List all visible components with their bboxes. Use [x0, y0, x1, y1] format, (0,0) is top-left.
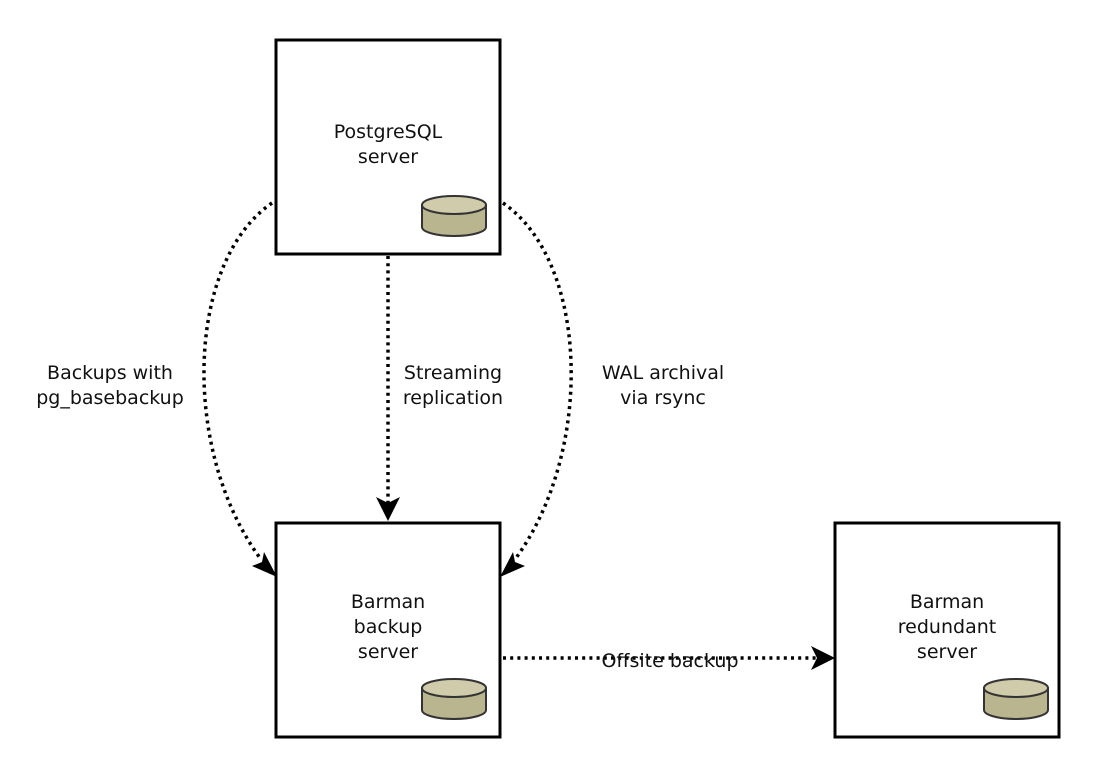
arrowhead	[811, 646, 835, 670]
barman-backup-server-label: Barman backup server	[350, 591, 426, 663]
streaming-replication-edge-label: Streaming replication	[402, 362, 504, 409]
database-icon	[421, 678, 487, 720]
arrowhead	[376, 497, 400, 521]
database-icon	[983, 678, 1049, 720]
wal-archival-edge	[502, 201, 573, 560]
arrowhead	[500, 552, 525, 577]
arrowhead	[252, 552, 277, 577]
barman-redundant-server-label: Barman redundant server	[897, 591, 997, 663]
pg-basebackup-edge-label: Backups with pg_basebackup	[36, 362, 184, 409]
pg-basebackup-edge	[202, 201, 273, 560]
postgresql-server-label: PostgreSQL server	[333, 121, 443, 168]
database-icon	[421, 195, 487, 237]
wal-archival-edge-label: WAL archival via rsync	[601, 362, 725, 409]
offsite-backup-edge-label: Offsite backup	[601, 650, 739, 672]
